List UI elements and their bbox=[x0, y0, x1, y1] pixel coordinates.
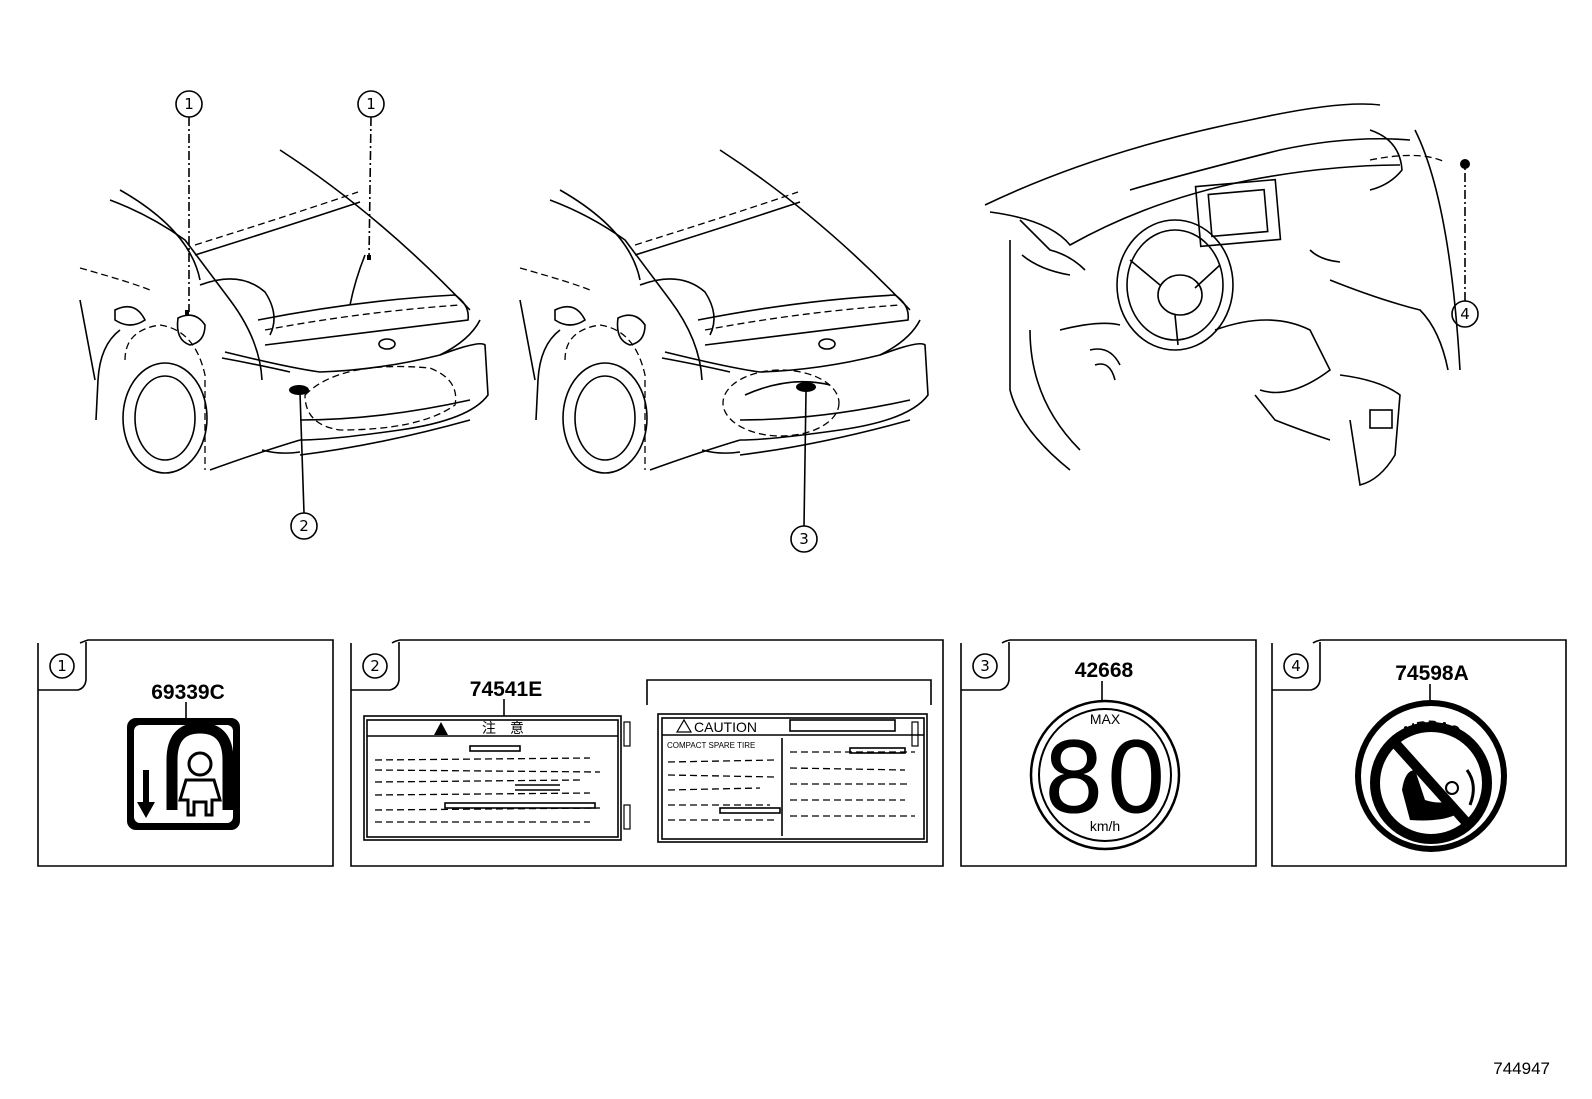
panel-1-part-number: 69339C bbox=[151, 681, 225, 704]
diagram-id: 744947 bbox=[1493, 1059, 1550, 1078]
caution-label-japanese: 注 意 bbox=[363, 715, 631, 841]
child-lock-icon bbox=[127, 718, 240, 830]
panel-4-index: 4 bbox=[1291, 657, 1301, 675]
panel-2-index: 2 bbox=[370, 657, 380, 675]
no-child-seat-icon: AIRBAG bbox=[1355, 700, 1507, 852]
warning-icon bbox=[434, 722, 448, 735]
car-rear-view-middle bbox=[519, 149, 929, 474]
speed-limit-sign: MAX 80 km/h bbox=[1029, 699, 1181, 851]
panel-1-index: 1 bbox=[57, 657, 67, 675]
caution-label-english: CAUTION COMPACT SPARE TIRE bbox=[657, 713, 928, 843]
label-a-heading: 注 意 bbox=[482, 720, 524, 736]
panel-2: 2 74541E 注 意 CAUTION C bbox=[350, 639, 944, 867]
speed-max-label: MAX bbox=[1090, 711, 1121, 727]
dashboard-interior-view bbox=[984, 103, 1470, 486]
panel-4: 4 74598A AIRBAG bbox=[1271, 639, 1567, 867]
warning-icon bbox=[675, 718, 693, 733]
panel-2-part-number: 74541E bbox=[470, 678, 542, 701]
svg-text:1: 1 bbox=[184, 95, 194, 113]
svg-text:2: 2 bbox=[299, 517, 309, 535]
label-b-subtext: COMPACT SPARE TIRE bbox=[667, 741, 755, 750]
callout-1-right: 1 bbox=[357, 90, 385, 259]
speed-unit-label: km/h bbox=[1090, 818, 1120, 834]
panel-3: 3 42668 MAX 80 km/h bbox=[960, 639, 1257, 867]
callout-2: 2 bbox=[290, 392, 318, 540]
callout-1-left: 1 bbox=[175, 90, 203, 312]
speed-value: 80 bbox=[1043, 722, 1168, 836]
car-rear-view-left bbox=[79, 149, 489, 474]
svg-text:3: 3 bbox=[799, 530, 809, 548]
svg-text:4: 4 bbox=[1460, 305, 1470, 323]
panel-3-index: 3 bbox=[980, 657, 990, 675]
panel-4-part-number: 74598A bbox=[1395, 662, 1469, 685]
callout-3: 3 bbox=[790, 391, 818, 553]
panel-3-part-number: 42668 bbox=[1075, 659, 1134, 682]
label-b-heading: CAUTION bbox=[694, 719, 757, 735]
panel-1: 1 69339C bbox=[37, 639, 334, 867]
svg-text:1: 1 bbox=[366, 95, 376, 113]
callout-4: 4 bbox=[1451, 168, 1479, 328]
